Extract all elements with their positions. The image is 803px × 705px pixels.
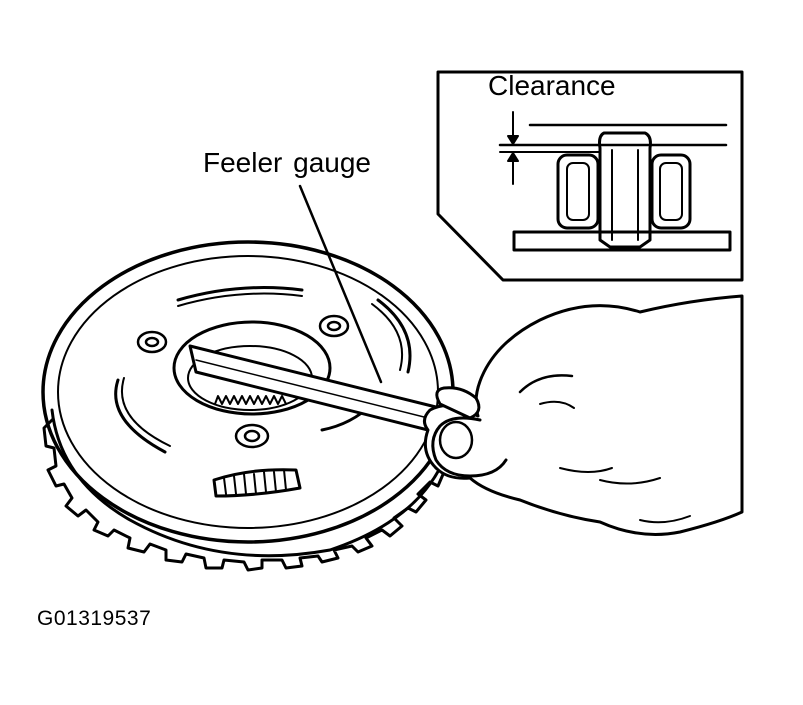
spring-pack (212, 468, 302, 498)
slot-right (376, 298, 412, 374)
thumbnail (438, 420, 474, 460)
rivet-pin (598, 131, 652, 249)
slot-top (176, 286, 304, 302)
clearance-label: Clearance (488, 70, 616, 101)
gear-teeth-rim (42, 418, 446, 572)
friction-block-left (556, 153, 600, 230)
friction-block-right (650, 153, 692, 230)
clutch-drum (41, 240, 455, 572)
hand-outline (423, 294, 744, 536)
slot-left (114, 378, 167, 454)
feeler-gauge-leader (298, 184, 383, 384)
hub-opening (172, 320, 332, 416)
inset-frame (436, 70, 744, 282)
base-plate (512, 230, 732, 252)
clearance-dimension-arrows (507, 111, 519, 185)
feeler-gauge-label: Feeler gauge (203, 147, 372, 178)
index-finger (435, 386, 481, 420)
clearance-detail-inset (436, 70, 744, 282)
hub-splines (214, 395, 287, 405)
hand (423, 294, 744, 536)
thumb (431, 416, 508, 478)
figure-id-label: G01319537 (37, 607, 152, 630)
face-rivets (136, 314, 350, 449)
